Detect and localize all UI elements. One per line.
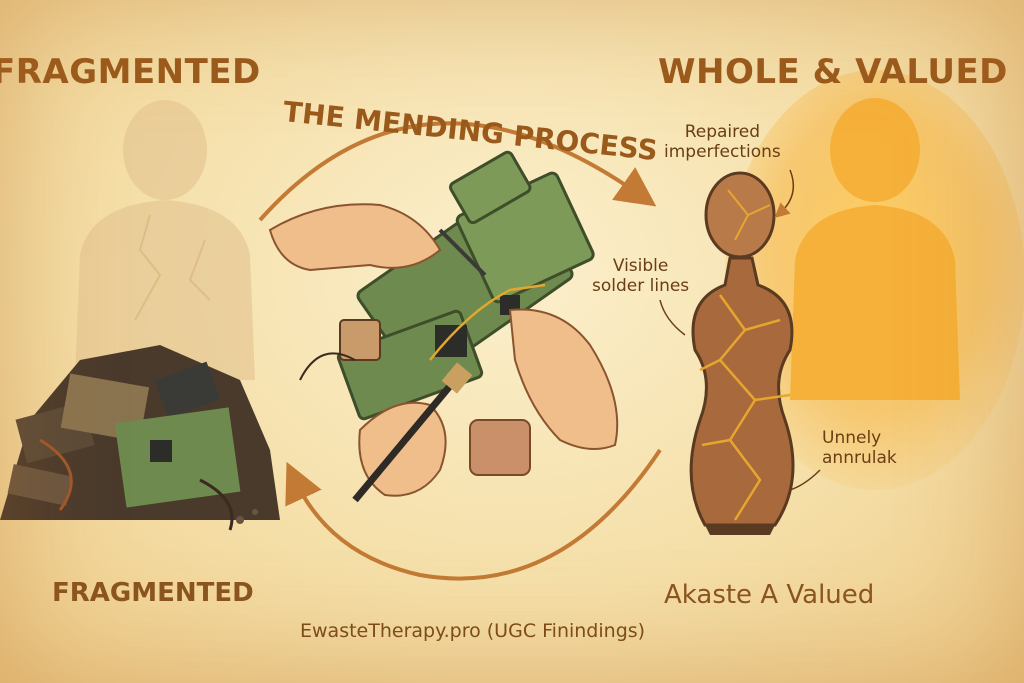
process-arrow-bottom: [285, 448, 662, 581]
annotation-unnely-line2: annrulak: [822, 448, 897, 468]
annotation-unnely-line1: Unnely: [822, 428, 882, 448]
annotation-repaired-line2: imperfections: [664, 142, 781, 162]
pointer-repaired: [774, 169, 795, 219]
whole-person-silhouette: [725, 70, 1024, 490]
footer-source: EwasteTherapy.pro (UGC Finindings): [300, 620, 646, 642]
process-arrow-top: [258, 121, 657, 222]
heading-fragmented-top: FRAGMENTED: [0, 52, 261, 92]
annotation-solder-line1: Visible: [612, 256, 669, 276]
mending-hands-circuit: [268, 150, 619, 503]
label-fragmented-bottom: FRAGMENTED: [52, 578, 254, 608]
annotation-repaired-line1: Repaired: [684, 122, 761, 142]
annotation-solder-line2: solder lines: [592, 276, 690, 296]
fragmented-person-silhouette: [75, 100, 255, 380]
annotation-visible-solder-lines: Visible solder lines: [592, 256, 689, 296]
heading-whole-valued: WHOLE & VALUED: [658, 52, 1008, 92]
pointer-solder: [659, 299, 686, 336]
label-akaste-valued: Akaste A Valued: [664, 580, 875, 610]
annotation-unnely: Unnely annrulak: [822, 428, 897, 468]
annotation-repaired-imperfections: Repaired imperfections: [664, 122, 781, 162]
kintsugi-mannequin: [689, 171, 795, 535]
pointer-unnely: [789, 469, 821, 491]
ewaste-pile: [0, 345, 280, 531]
